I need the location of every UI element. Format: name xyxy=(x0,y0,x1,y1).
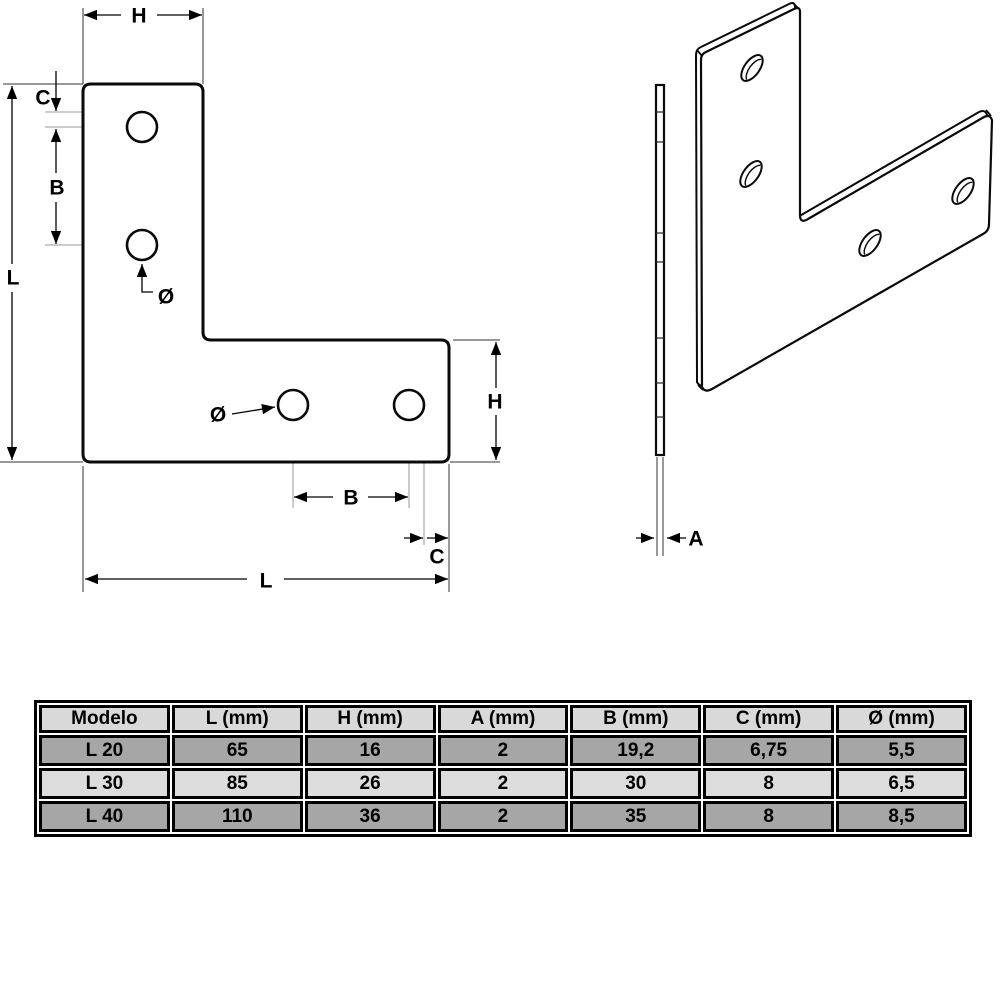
table-cell: 6,75 xyxy=(703,735,835,766)
table-cell: 2 xyxy=(437,768,569,799)
column-header-h: H (mm) xyxy=(304,705,436,733)
isometric-hole-4 xyxy=(951,177,975,205)
table-cell: L 30 xyxy=(39,768,170,799)
halo-l-left xyxy=(1,264,25,292)
hole-bore-arc xyxy=(744,164,761,186)
isometric-plate-front-face xyxy=(699,6,994,392)
spec-table-header: Modelo L (mm) H (mm) A (mm) B (mm) C (mm… xyxy=(39,705,967,733)
column-header-b: B (mm) xyxy=(570,705,702,733)
column-header-a: A (mm) xyxy=(437,705,569,733)
dim-label-c-top: C xyxy=(35,87,50,110)
table-cell: 65 xyxy=(171,735,303,766)
dim-label-h-top: H xyxy=(131,5,146,28)
isometric-hole-2 xyxy=(739,160,763,188)
table-cell: 8 xyxy=(703,768,835,799)
isometric-hole-3 xyxy=(858,229,882,257)
column-header-modelo: Modelo xyxy=(39,705,170,733)
dim-label-l-left: L xyxy=(7,267,20,290)
front-hole-arm-right xyxy=(392,388,426,422)
dim-label-l-bottom: L xyxy=(260,570,273,593)
table-cell: 19,2 xyxy=(570,735,702,766)
table-cell: 5,5 xyxy=(836,735,967,766)
table-cell: 8 xyxy=(703,801,835,832)
column-header-c: C (mm) xyxy=(703,705,835,733)
table-cell: 16 xyxy=(304,735,436,766)
isometric-view xyxy=(694,2,994,392)
label-halos xyxy=(1,3,509,594)
halo-h-top xyxy=(121,3,157,28)
halo-l-bottom xyxy=(247,566,284,594)
side-view: A xyxy=(636,83,704,556)
hole-bore-arc xyxy=(956,181,973,203)
side-extension-lines xyxy=(656,457,664,556)
header-row: Modelo L (mm) H (mm) A (mm) B (mm) C (mm… xyxy=(39,705,967,733)
side-view-plate xyxy=(654,83,666,457)
dim-label-b-left: B xyxy=(49,177,64,200)
halo-b-left xyxy=(42,173,71,202)
table-row-l40: L 40 110 36 2 35 8 8,5 xyxy=(39,801,967,832)
front-view-holes xyxy=(125,110,426,422)
spec-table: Modelo L (mm) H (mm) A (mm) B (mm) C (mm… xyxy=(34,700,972,837)
spec-table-body: L 20 65 16 2 19,2 6,75 5,5 L 30 85 26 2 … xyxy=(39,735,967,832)
front-hole-arm-left xyxy=(276,388,310,422)
table-row-l20: L 20 65 16 2 19,2 6,75 5,5 xyxy=(39,735,967,766)
extension-lines xyxy=(0,8,500,592)
table-cell: L 20 xyxy=(39,735,170,766)
dim-label-dia-lower: Ø xyxy=(210,404,226,427)
leader-dia-upper xyxy=(136,264,153,293)
front-hole-top xyxy=(125,110,159,144)
table-cell: 30 xyxy=(570,768,702,799)
leader-dia-lower xyxy=(231,403,276,415)
table-cell: L 40 xyxy=(39,801,170,832)
table-cell: 26 xyxy=(304,768,436,799)
dim-label-a: A xyxy=(688,528,703,551)
halo-h-right xyxy=(480,388,509,415)
side-view-hole-ticks xyxy=(656,111,664,418)
table-cell: 2 xyxy=(437,735,569,766)
table-cell: 35 xyxy=(570,801,702,832)
column-header-l: L (mm) xyxy=(171,705,303,733)
hole-bore-arc xyxy=(863,233,880,255)
table-cell: 110 xyxy=(171,801,303,832)
front-view: H C B L Ø Ø B C L H xyxy=(0,3,509,594)
front-hole-middle xyxy=(125,228,159,262)
column-header-dia: Ø (mm) xyxy=(836,705,967,733)
table-cell: 36 xyxy=(304,801,436,832)
table-row-l30: L 30 85 26 2 30 8 6,5 xyxy=(39,768,967,799)
table-cell: 8,5 xyxy=(836,801,967,832)
table-cell: 6,5 xyxy=(836,768,967,799)
dim-label-c-bottom: C xyxy=(429,546,444,569)
isometric-hole-1 xyxy=(740,54,764,82)
halo-b-bottom xyxy=(333,484,368,511)
table-cell: 2 xyxy=(437,801,569,832)
table-cell: 85 xyxy=(171,768,303,799)
dim-label-dia-upper: Ø xyxy=(158,286,174,309)
dim-label-h-right: H xyxy=(487,391,502,414)
dim-label-b-bottom: B xyxy=(343,487,358,510)
hole-bore-arc xyxy=(745,58,762,80)
front-view-plate-outline xyxy=(81,82,451,464)
technical-drawing-canvas: H C B L Ø Ø B C L H A xyxy=(0,2,994,594)
